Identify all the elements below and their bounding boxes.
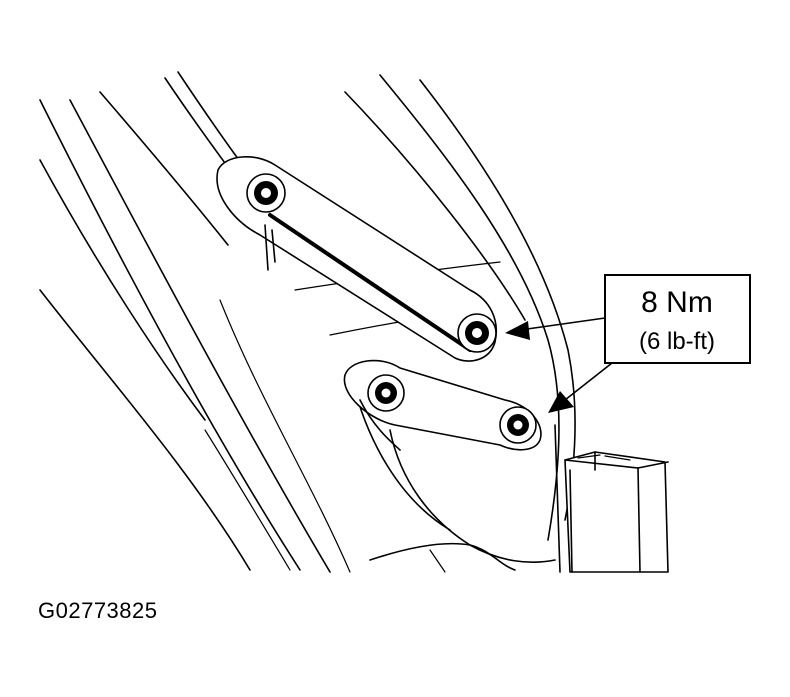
bolt-upper-right <box>457 313 497 353</box>
torque-nm-label: 8 Nm <box>641 286 713 319</box>
post-structure <box>554 424 669 573</box>
leader-upper <box>505 317 606 340</box>
leader-lower <box>548 362 613 413</box>
bolt-lower-left <box>367 374 405 412</box>
bolt-lower-right <box>499 406 537 444</box>
upper-hinge-link <box>216 155 497 362</box>
figure-id: G02773825 <box>38 598 158 623</box>
bolt-upper-left <box>246 173 286 213</box>
body-panel-lines <box>39 71 351 573</box>
torque-callout: 8 Nm (6 lb-ft) <box>604 274 751 364</box>
torque-lbft-label: (6 lb-ft) <box>639 328 715 355</box>
